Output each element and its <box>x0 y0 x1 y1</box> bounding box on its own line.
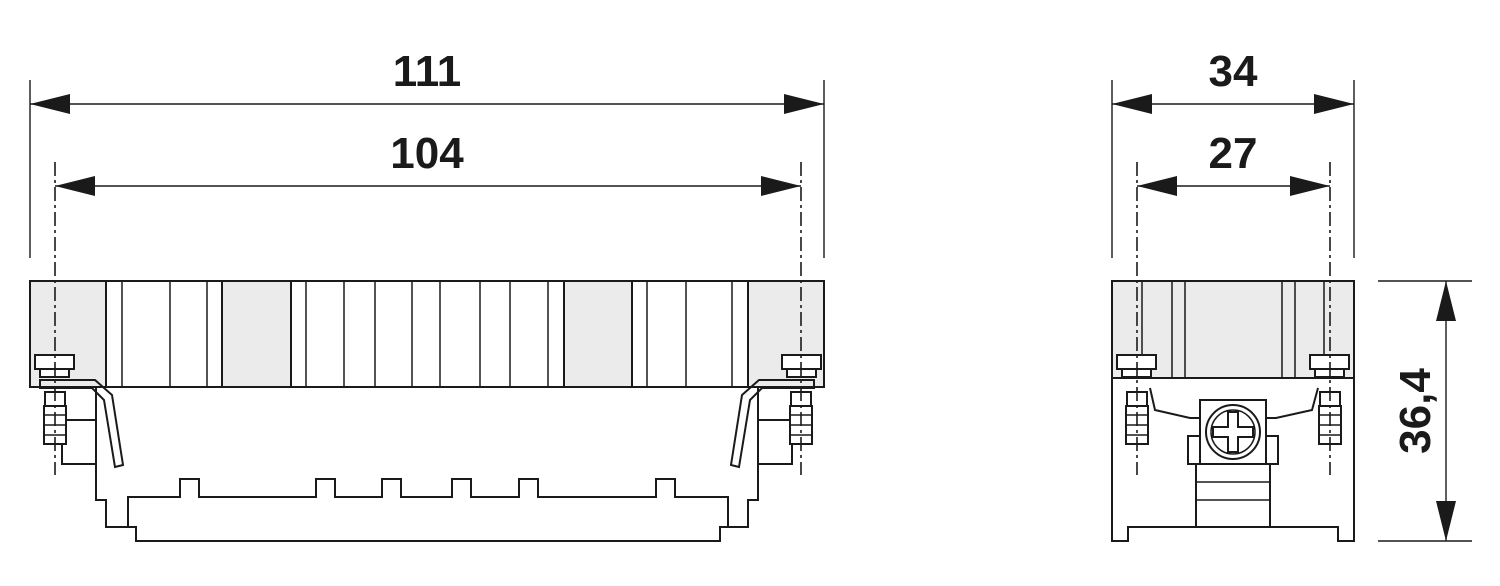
contact-block-left <box>105 280 223 388</box>
front-contact-comb <box>127 478 729 527</box>
side-view <box>1111 162 1355 542</box>
side-screw-head <box>1205 404 1261 460</box>
dimension-inner-length: 104 <box>55 129 801 196</box>
front-clip-block-right <box>757 419 793 465</box>
contact-block-center <box>290 280 565 388</box>
dimension-height: 36,4 <box>1378 280 1472 542</box>
dimension-label-104: 104 <box>390 129 464 178</box>
dimension-inner-width: 27 <box>1137 129 1330 196</box>
front-view <box>29 162 825 542</box>
dimension-overall-length: 111 <box>29 47 825 258</box>
dimension-overall-width: 34 <box>1111 47 1355 258</box>
front-lower-body <box>95 387 759 542</box>
dimension-label-111: 111 <box>393 47 462 96</box>
phillips-cross-icon <box>1212 411 1254 453</box>
side-lower-body <box>1111 377 1355 542</box>
front-locking-clip-right <box>729 379 815 469</box>
dimension-label-27: 27 <box>1209 129 1258 178</box>
contact-block-right <box>631 280 749 388</box>
front-clip-block-left <box>61 419 97 465</box>
side-pin-body <box>1195 463 1271 528</box>
contact-dividers <box>121 281 733 387</box>
front-locking-clip-left <box>39 379 125 469</box>
dimension-label-34: 34 <box>1209 47 1258 96</box>
dimension-label-36-4: 36,4 <box>1391 368 1440 454</box>
